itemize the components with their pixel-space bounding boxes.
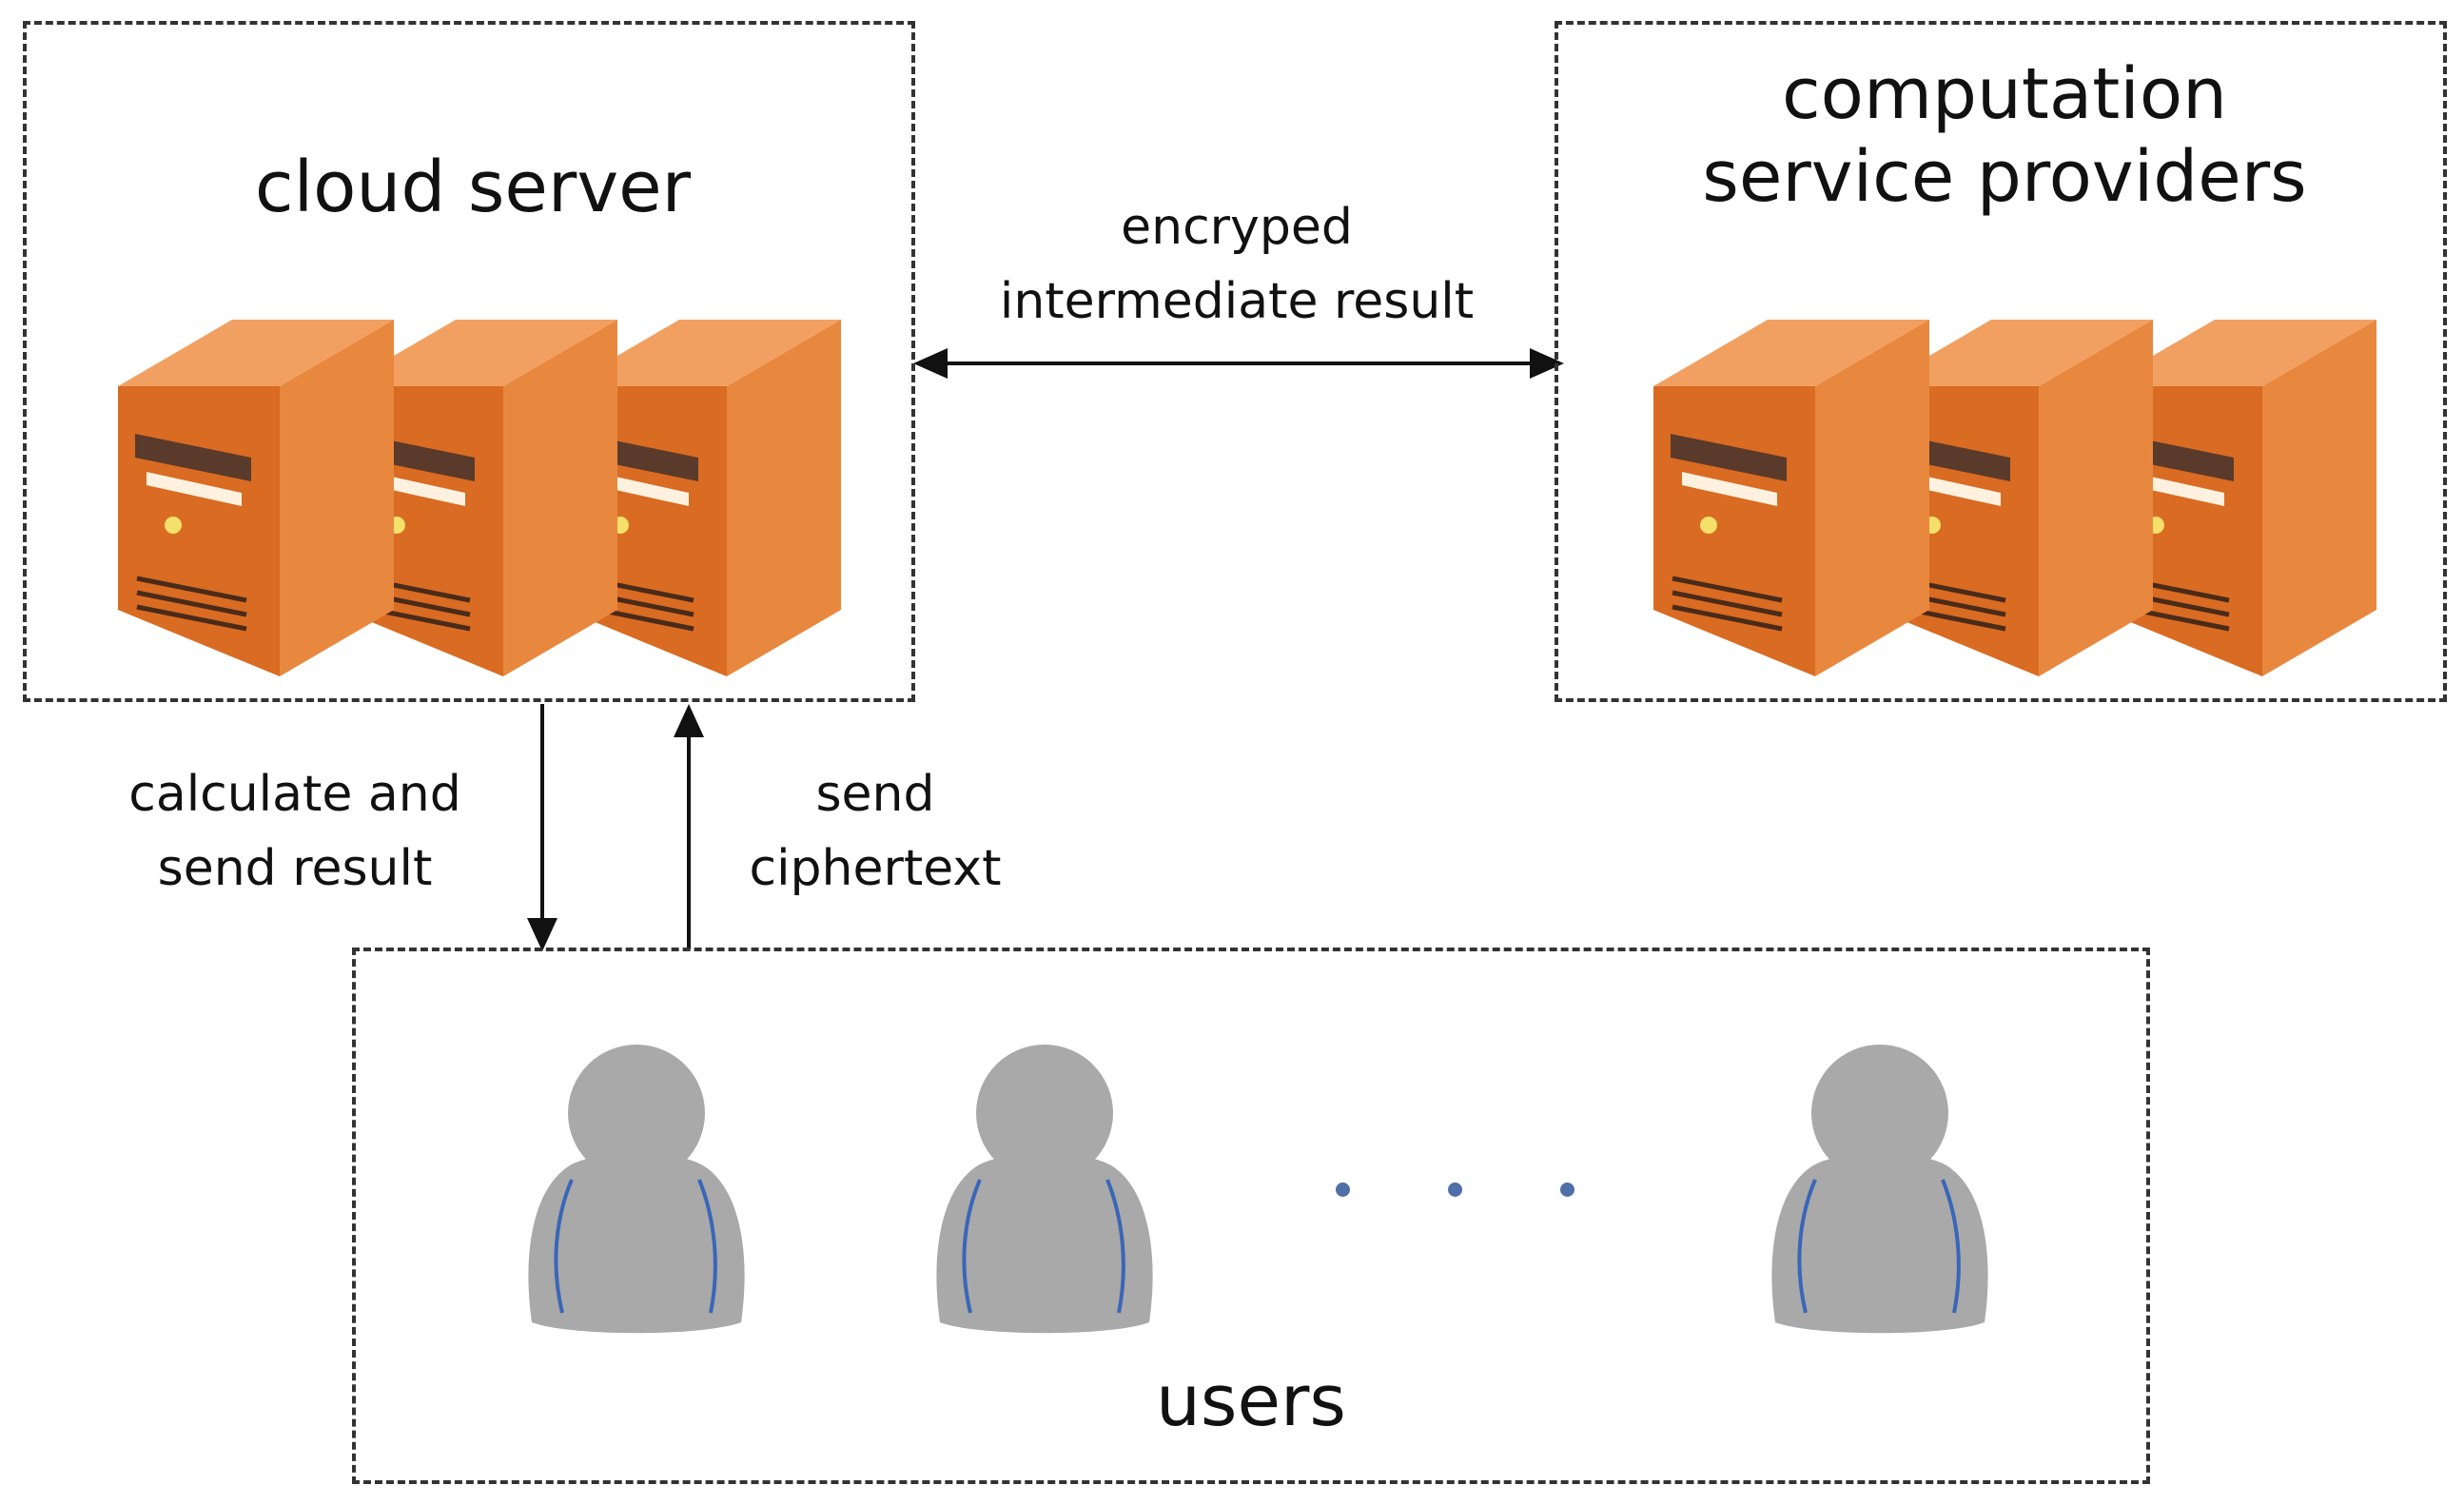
cloud-providers-label: encryped intermediate result xyxy=(951,190,1522,339)
cloud-providers-label-line1: encryped xyxy=(1121,199,1353,256)
server-tower-icon xyxy=(1653,320,1929,676)
users-to-cloud-label-line2: ciphertext xyxy=(749,840,1002,897)
providers-title: computation service providers xyxy=(1558,53,2451,220)
users-title: users xyxy=(1156,1360,1346,1442)
cloud-to-users-label-line1: calculate and xyxy=(128,766,461,823)
providers-box: computation service providers xyxy=(1555,21,2447,702)
cloud-server-box: cloud server xyxy=(23,21,915,702)
cloud-server-title: cloud server xyxy=(254,147,692,228)
users-to-cloud-label: send ciphertext xyxy=(723,757,1027,906)
users-to-cloud-arrowhead xyxy=(674,704,704,737)
cloud-providers-arrowhead-left xyxy=(913,348,948,379)
user-person-icon xyxy=(936,1045,1153,1334)
cloud-to-users-label-line2: send result xyxy=(157,840,433,897)
cloud-providers-label-line2: intermediate result xyxy=(999,273,1475,330)
providers-title-line2: service providers xyxy=(1702,136,2307,219)
cloud-providers-arrowhead-right xyxy=(1530,348,1564,379)
ellipsis-dot xyxy=(1560,1182,1574,1197)
server-tower-icon xyxy=(118,320,394,676)
cloud-to-users-arrowhead xyxy=(527,918,557,951)
ellipsis-dot xyxy=(1448,1182,1462,1197)
user-person-icon xyxy=(528,1045,745,1334)
providers-server-icons xyxy=(1653,320,2376,676)
users-box: users xyxy=(352,948,2150,1484)
ellipsis-dot xyxy=(1336,1182,1350,1197)
providers-title-line1: computation xyxy=(1781,53,2228,135)
users-to-cloud-label-line1: send xyxy=(815,766,935,823)
user-person-icon xyxy=(1771,1045,1988,1334)
cloud-to-users-label: calculate and send result xyxy=(95,757,495,906)
cloud-server-icons xyxy=(118,320,841,676)
